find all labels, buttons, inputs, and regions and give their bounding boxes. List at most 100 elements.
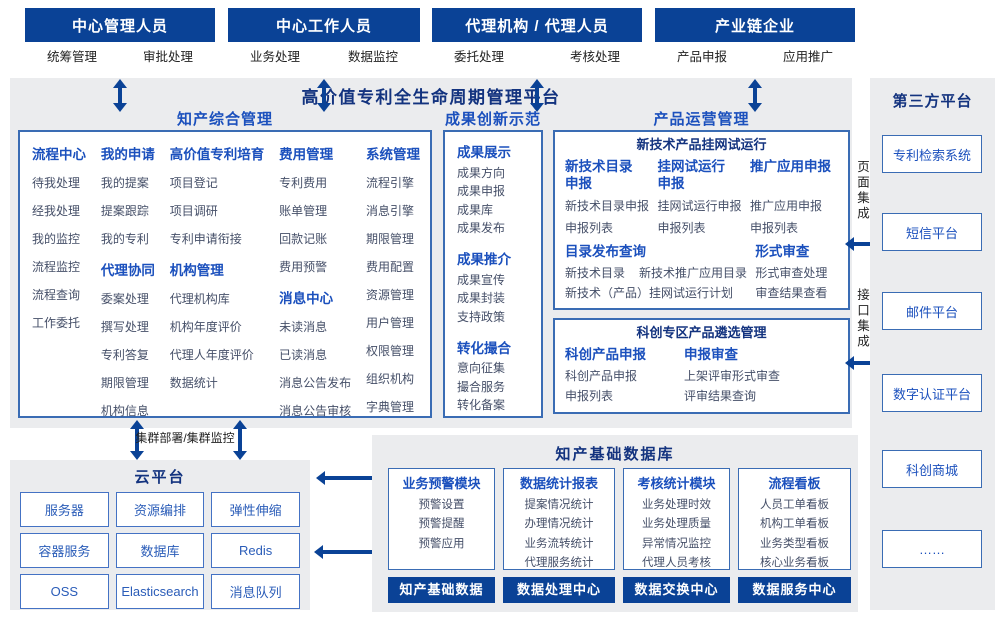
role-left-label: 统筹管理: [47, 49, 98, 64]
menu-item: 费用预警: [279, 260, 328, 274]
menu-item: 成果库: [457, 202, 494, 217]
role-labels: 产品申报 应用推广: [655, 42, 855, 112]
third-party-box-sci-mall: 科创商城: [882, 450, 982, 488]
role-right-label: 应用推广: [782, 49, 833, 64]
role-right-label: 数据监控: [347, 49, 398, 64]
group-header: 我的申请: [100, 147, 155, 162]
double-arrow-horizontal-icon: [314, 545, 388, 559]
menu-item: 转化备案: [457, 398, 506, 412]
group-header: 代理协同: [100, 263, 155, 278]
menu-item: 待我处理: [32, 176, 81, 190]
group-header: 科创产品申报: [565, 347, 646, 362]
grid-trial-column: 推广应用申报 推广应用申报 申报列表: [750, 158, 838, 236]
menu-item: 费用配置: [365, 260, 414, 274]
menu-item: 新技术目录申报: [565, 199, 650, 213]
module-item: 业务流转统计: [524, 537, 594, 550]
role-left-label: 业务处理: [250, 49, 301, 64]
group-header: 新技术目录申报: [565, 159, 633, 191]
group-header: 高价值专利培育: [169, 147, 265, 162]
menu-item: 流程引擎: [365, 176, 414, 190]
menu-item: 用户管理: [365, 316, 414, 330]
module-item: 机构工单看板: [760, 518, 829, 530]
menu-item: 成果发布: [457, 221, 506, 235]
menu-item: 申报列表: [657, 221, 706, 235]
menu-item: 成果申报: [457, 184, 506, 198]
double-arrow-vertical-icon: [748, 79, 762, 112]
menu-item: 账单管理: [279, 204, 328, 218]
menu-item: 新技术（产品）挂网试运行计划: [565, 286, 734, 300]
module-kanban: 流程看板 人员工单看板 机构工单看板 业务类型看板 核心业务看板 数据服务中心: [738, 468, 851, 603]
cloud-box-orchestration: 资源编排: [115, 492, 205, 527]
third-party-box-more: ……: [882, 530, 982, 568]
module-header: 业务预警模块: [402, 476, 481, 491]
data-center-bar: 数据交换中心: [623, 577, 730, 603]
module-item: 代理人员考核: [642, 557, 711, 569]
menu-item: 形式审查处理: [755, 266, 828, 280]
catalog-query-group: 目录发布查询 新技术目录 新技术推广应用目录 新技术（产品）挂网试运行计划: [565, 243, 755, 300]
section-product-operation: 产品运营管理 新技术产品挂网试运行 新技术目录申报 新技术目录申报 申报列表 挂…: [553, 108, 850, 414]
menu-item: 专利费用: [279, 176, 328, 190]
menu-item: 经我处理: [32, 204, 81, 218]
double-arrow-vertical-icon: [232, 420, 248, 460]
section-ip-management: 知产综合管理 流程中心 待我处理 经我处理 我的监控 流程监控 流程查询 工作委…: [18, 108, 432, 418]
group-header: 费用管理: [279, 147, 334, 162]
data-center-bar: 数据处理中心: [503, 577, 615, 603]
menu-item: 挂网试运行申报: [657, 199, 742, 213]
group-header: 流程中心: [32, 147, 86, 162]
section-achievement-demo: 成果创新示范 成果展示 成果方向 成果申报 成果库 成果发布 成果推介 成果宣传…: [443, 108, 543, 418]
menu-item: 新技术推广应用目录: [639, 266, 748, 280]
double-arrow-vertical-icon: [129, 420, 145, 460]
third-party-box-sms: 短信平台: [882, 213, 982, 251]
role-labels: 统筹管理 审批处理: [25, 42, 215, 112]
page-integration-label: 页面集成: [855, 160, 869, 222]
cluster-label: 集群部署/集群监控: [135, 431, 235, 445]
double-arrow-vertical-icon: [317, 79, 331, 112]
menu-item: 提案跟踪: [100, 204, 149, 218]
grid-trial-column: 挂网试运行申报 挂网试运行申报 申报列表: [657, 158, 742, 236]
module-item: 业务类型看板: [760, 537, 829, 550]
module-header: 考核统计模块: [637, 476, 716, 491]
group-header: 转化撮合: [457, 340, 511, 356]
menu-item: 消息公告发布: [279, 376, 352, 390]
group-header: 目录发布查询: [565, 244, 646, 259]
role-labels: 委托处理 考核处理: [432, 42, 642, 112]
menu-item: 已读消息: [279, 348, 328, 362]
ip-column-process: 流程中心 待我处理 经我处理 我的监控 流程监控 流程查询 工作委托: [32, 146, 86, 416]
third-party-box-mail: 邮件平台: [882, 292, 982, 330]
cloud-box-server: 服务器: [20, 492, 109, 527]
module-item: 业务处理时效: [642, 498, 711, 511]
sci-zone-box: 科创专区产品遴选管理 科创产品申报 科创产品申报 申报列表 申报审查 上架评审形…: [553, 318, 850, 414]
module-assessment: 考核统计模块 业务处理时效 业务处理质量 异常情况监控 代理人员考核 数据交换中…: [623, 468, 730, 603]
module-warning: 业务预警模块 预警设置 预警提醒 预警应用 知产基础数据: [388, 468, 495, 603]
cloud-box-mq: 消息队列: [211, 574, 300, 609]
menu-item: 撮合服务: [457, 379, 506, 394]
grid-trial-column: 新技术目录申报 新技术目录申报 申报列表: [565, 158, 650, 236]
menu-item: 代理机构库: [169, 292, 230, 306]
subsection-title: 新技术产品挂网试运行: [636, 137, 767, 152]
module-item: 代理服务统计: [524, 557, 594, 569]
achievement-box: 成果展示 成果方向 成果申报 成果库 成果发布 成果推介 成果宣传 成果封装 支…: [443, 130, 543, 418]
group-header: 推广应用申报: [750, 159, 831, 174]
role-right-label: 审批处理: [142, 49, 193, 64]
menu-item: 机构年度评价: [169, 320, 242, 334]
menu-item: 流程查询: [32, 288, 81, 302]
role-left-label: 委托处理: [454, 49, 505, 64]
cloud-box-database: 数据库: [115, 533, 205, 568]
cloud-box-oss: OSS: [20, 574, 109, 609]
menu-item: 委案处理: [100, 292, 149, 306]
role-group-industry-chain: 产业链企业 产品申报 应用推广: [655, 8, 855, 112]
menu-item: 撰写处理: [100, 320, 149, 334]
data-center-bar: 知产基础数据: [388, 577, 495, 603]
menu-item: 权限管理: [365, 344, 414, 358]
cloud-box-redis: Redis: [211, 533, 300, 568]
panel-title: 第三方平台: [892, 93, 973, 110]
group-header: 挂网试运行申报: [657, 159, 726, 191]
module-item: 业务处理质量: [642, 518, 711, 530]
menu-item: 我的专利: [100, 232, 149, 246]
menu-item: 我的提案: [100, 176, 149, 190]
menu-item: 推广应用申报: [750, 199, 823, 213]
sci-zone-column: 科创产品申报 科创产品申报 申报列表: [565, 346, 646, 403]
menu-item: 申报列表: [565, 221, 614, 235]
menu-item: 期限管理: [100, 376, 149, 390]
menu-item: 机构信息: [100, 404, 149, 418]
